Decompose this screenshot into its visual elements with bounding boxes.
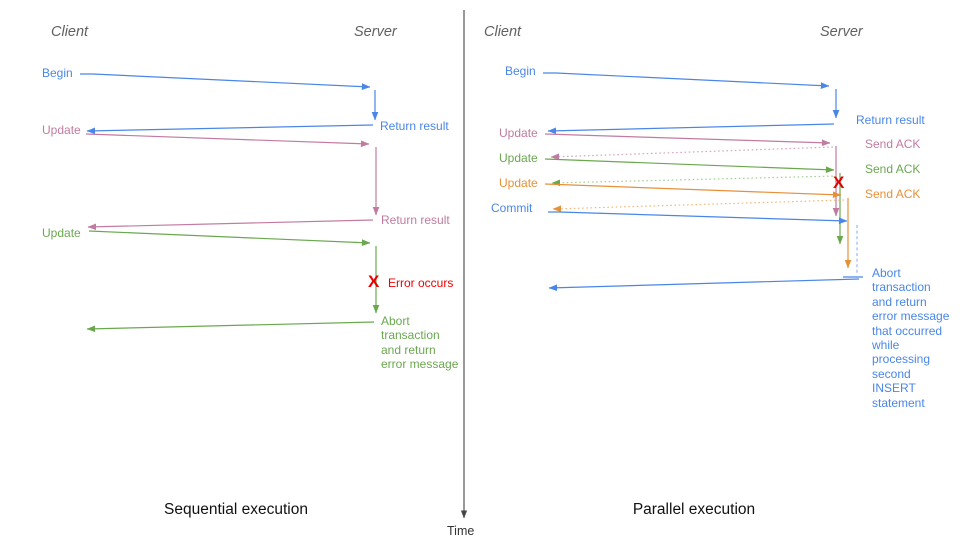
- par-commit-label: Commit: [491, 201, 533, 215]
- par-return-result-arrow: [547, 123, 835, 135]
- parallel-diagram-arrows: [543, 72, 863, 292]
- par-update-1-request-arrow: [544, 133, 831, 147]
- par-update-1-label: Update: [499, 126, 538, 140]
- seq-return-result-2-label: Return result: [381, 213, 450, 227]
- par-server-header: Server: [820, 24, 863, 40]
- par-send-ack-2-arrow: [551, 175, 838, 187]
- seq-begin-request-arrow: [80, 73, 371, 90]
- seq-error-label: Error occurs: [388, 276, 454, 290]
- seq-update-1-request-arrow: [85, 133, 370, 148]
- seq-abort-note: Abort transaction and return error messa…: [381, 314, 459, 372]
- seq-begin-label: Begin: [42, 66, 73, 80]
- par-commit-request-arrow: [548, 211, 848, 225]
- par-update-3-request-arrow: [544, 183, 842, 199]
- seq-abort-return-arrow: [86, 321, 375, 333]
- seq-update-2-label: Update: [42, 226, 81, 240]
- seq-client-header: Client: [51, 24, 89, 40]
- par-error-x-mark: X: [833, 173, 845, 192]
- seq-return-result-2-arrow: [87, 219, 374, 231]
- par-abort-return-arrow: [548, 278, 860, 292]
- par-begin-label: Begin: [505, 64, 536, 78]
- par-send-ack-2-label: Send ACK: [865, 162, 921, 176]
- seq-error-x-mark: X: [368, 272, 380, 291]
- seq-server-header: Server: [354, 24, 397, 40]
- par-send-ack-1-label: Send ACK: [865, 137, 921, 151]
- par-abort-note: Abort transaction and return error messa…: [872, 266, 950, 410]
- seq-update-1-label: Update: [42, 123, 81, 137]
- par-update-3-label: Update: [499, 176, 538, 190]
- par-client-header: Client: [484, 24, 522, 40]
- seq-caption: Sequential execution: [164, 501, 308, 518]
- time-axis-label: Time: [447, 524, 475, 538]
- seq-return-result-1-label: Return result: [380, 119, 449, 133]
- par-update-2-request-arrow: [544, 158, 835, 174]
- seq-update-2-request-arrow: [88, 230, 371, 247]
- par-send-ack-3-label: Send ACK: [865, 187, 921, 201]
- par-return-result-label: Return result: [856, 113, 925, 127]
- sequential-diagram-arrows: [80, 73, 380, 333]
- par-update-2-label: Update: [499, 151, 538, 165]
- seq-return-result-1-arrow: [86, 124, 374, 135]
- par-caption: Parallel execution: [632, 501, 756, 518]
- par-begin-request-arrow: [543, 72, 830, 89]
- par-send-ack-1-arrow: [550, 146, 834, 161]
- par-send-ack-3-arrow: [552, 199, 845, 213]
